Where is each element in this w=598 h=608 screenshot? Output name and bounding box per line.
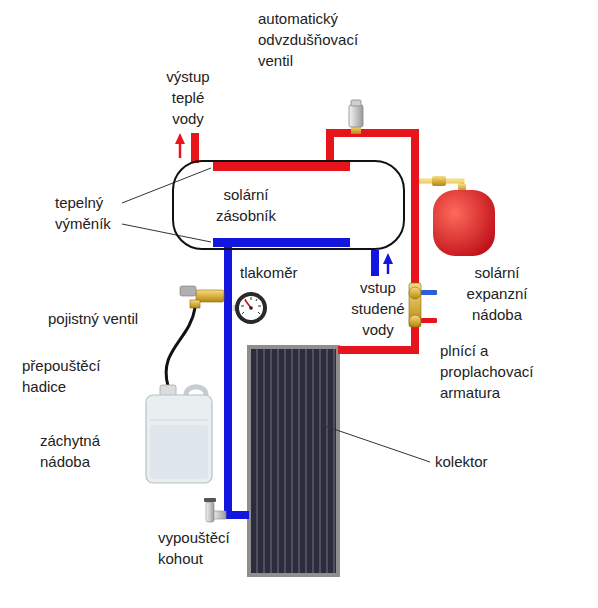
pipe-work	[330, 133, 415, 350]
solar-collector	[247, 345, 340, 577]
tank-label: solární zásobník	[216, 184, 276, 226]
discharge-hose	[166, 308, 195, 386]
pressure-gauge	[249, 306, 253, 310]
part-label: tepelný výměník	[55, 192, 111, 234]
part-label: kolektor	[435, 451, 488, 472]
filling-armature	[421, 318, 437, 323]
cold-water-arrow	[383, 253, 393, 264]
leader-line	[322, 425, 430, 462]
filling-armature	[421, 290, 437, 295]
solar-collector	[251, 349, 336, 573]
leader-line	[122, 168, 430, 462]
storage-tank: solární zásobník	[172, 160, 405, 250]
pipe-work	[228, 243, 249, 515]
catch-container	[150, 425, 208, 479]
part-label: plnící a proplachovací armatura	[440, 340, 558, 403]
safety-valve	[190, 300, 200, 308]
pipe-work	[195, 133, 415, 515]
expansion-vessel	[432, 176, 446, 186]
leader-line	[122, 168, 211, 203]
filling-armature	[409, 283, 421, 327]
drain-cock	[204, 498, 226, 522]
cold-exchanger-bar	[213, 238, 350, 247]
part-label: automatický odvzdušňovací ventil	[258, 8, 358, 71]
catch-container	[186, 387, 206, 395]
drain-cock	[206, 502, 214, 522]
safety-valve	[180, 286, 196, 296]
pressure-gauge	[239, 296, 263, 320]
cold-water-arrow	[383, 253, 393, 274]
part-label: výstup teplé vody	[166, 66, 209, 129]
pipe-work	[191, 133, 199, 163]
pressure-gauge	[241, 297, 261, 314]
part-label: vypouštěcí kohout	[158, 527, 230, 569]
air-vent-valve	[351, 100, 361, 106]
pressure-gauge	[235, 292, 267, 324]
hot-water-arrow	[179, 142, 182, 158]
part-label: tlakoměr	[240, 262, 298, 283]
part-label: pojistný ventil	[48, 308, 138, 329]
part-label: přepouštěcí hadice	[22, 355, 100, 397]
hot-water-arrow	[175, 133, 185, 158]
solar-collector	[251, 349, 336, 573]
air-vent-valve	[349, 105, 363, 127]
hot-water-arrow	[175, 133, 185, 144]
expansion-vessel	[432, 176, 495, 256]
air-vent-valve	[349, 100, 363, 134]
catch-container	[146, 385, 212, 483]
catch-container	[160, 385, 176, 396]
safety-valve	[180, 286, 224, 308]
pipe-work	[371, 250, 379, 276]
catch-container	[146, 395, 212, 483]
part-label: solární expanzní nádoba	[467, 262, 528, 325]
expansion-vessel	[433, 190, 495, 256]
solar-collector	[247, 345, 340, 577]
part-label: vstup studené vody	[351, 277, 404, 340]
filling-armature	[409, 315, 421, 327]
filling-armature	[409, 287, 421, 299]
drain-cock	[204, 498, 216, 502]
leader-line	[122, 224, 211, 242]
part-label: záchytná nádoba	[40, 430, 100, 472]
filling-armature	[409, 283, 437, 327]
pressure-gauge	[232, 292, 267, 324]
